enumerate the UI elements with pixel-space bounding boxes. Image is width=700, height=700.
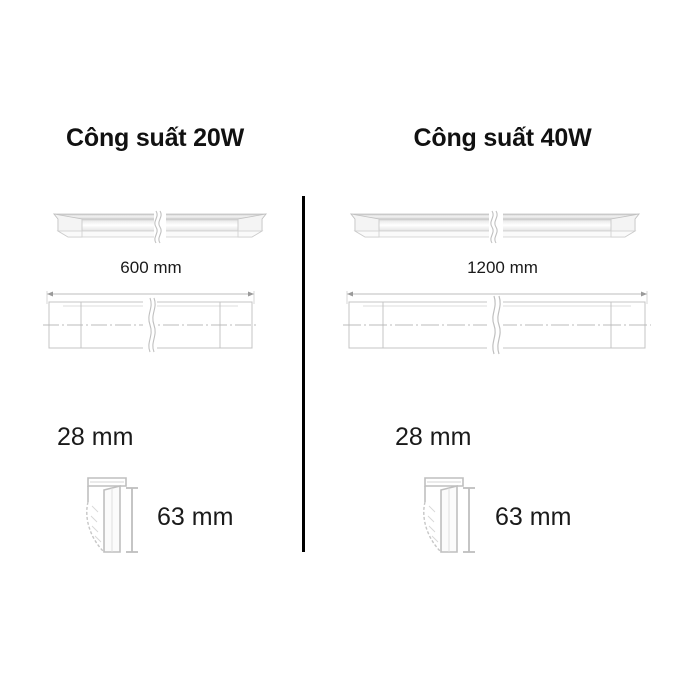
length-break-symbol <box>487 295 503 355</box>
profile-view-20w <box>82 472 146 560</box>
overall-length-dimension <box>346 291 648 304</box>
led-batten-cross-section-icon <box>86 477 138 553</box>
panel-title-40w: Công suất 40W <box>413 124 592 152</box>
width-label-40w: 28 mm <box>395 423 472 451</box>
length-label-40w: 1200 mm <box>467 258 538 277</box>
depth-label-40w: 63 mm <box>495 503 572 531</box>
elevation-view-40w <box>343 288 651 360</box>
led-batten-perspective-icon <box>53 210 267 244</box>
length-label-20w: 600 mm <box>120 258 182 277</box>
panel-divider <box>302 196 305 552</box>
perspective-view-40w <box>345 203 645 251</box>
panel-40w: Công suất 40W <box>305 0 700 700</box>
depth-label-20w: 63 mm <box>157 503 234 531</box>
panel-20w: Công suất 20W <box>0 0 302 700</box>
length-break-symbol <box>143 297 157 353</box>
width-label-20w: 28 mm <box>57 423 134 451</box>
led-batten-perspective-icon <box>350 210 640 244</box>
profile-view-40w <box>419 472 483 560</box>
overall-length-dimension <box>46 291 255 304</box>
led-batten-elevation-icon <box>43 291 258 353</box>
led-batten-elevation-icon <box>343 291 651 355</box>
length-break-symbol <box>154 210 166 244</box>
panel-title-20w: Công suất 20W <box>66 124 244 152</box>
led-batten-cross-section-icon <box>423 477 475 553</box>
elevation-view-20w <box>43 288 258 360</box>
perspective-view-20w <box>48 203 272 251</box>
length-break-symbol <box>489 210 503 244</box>
